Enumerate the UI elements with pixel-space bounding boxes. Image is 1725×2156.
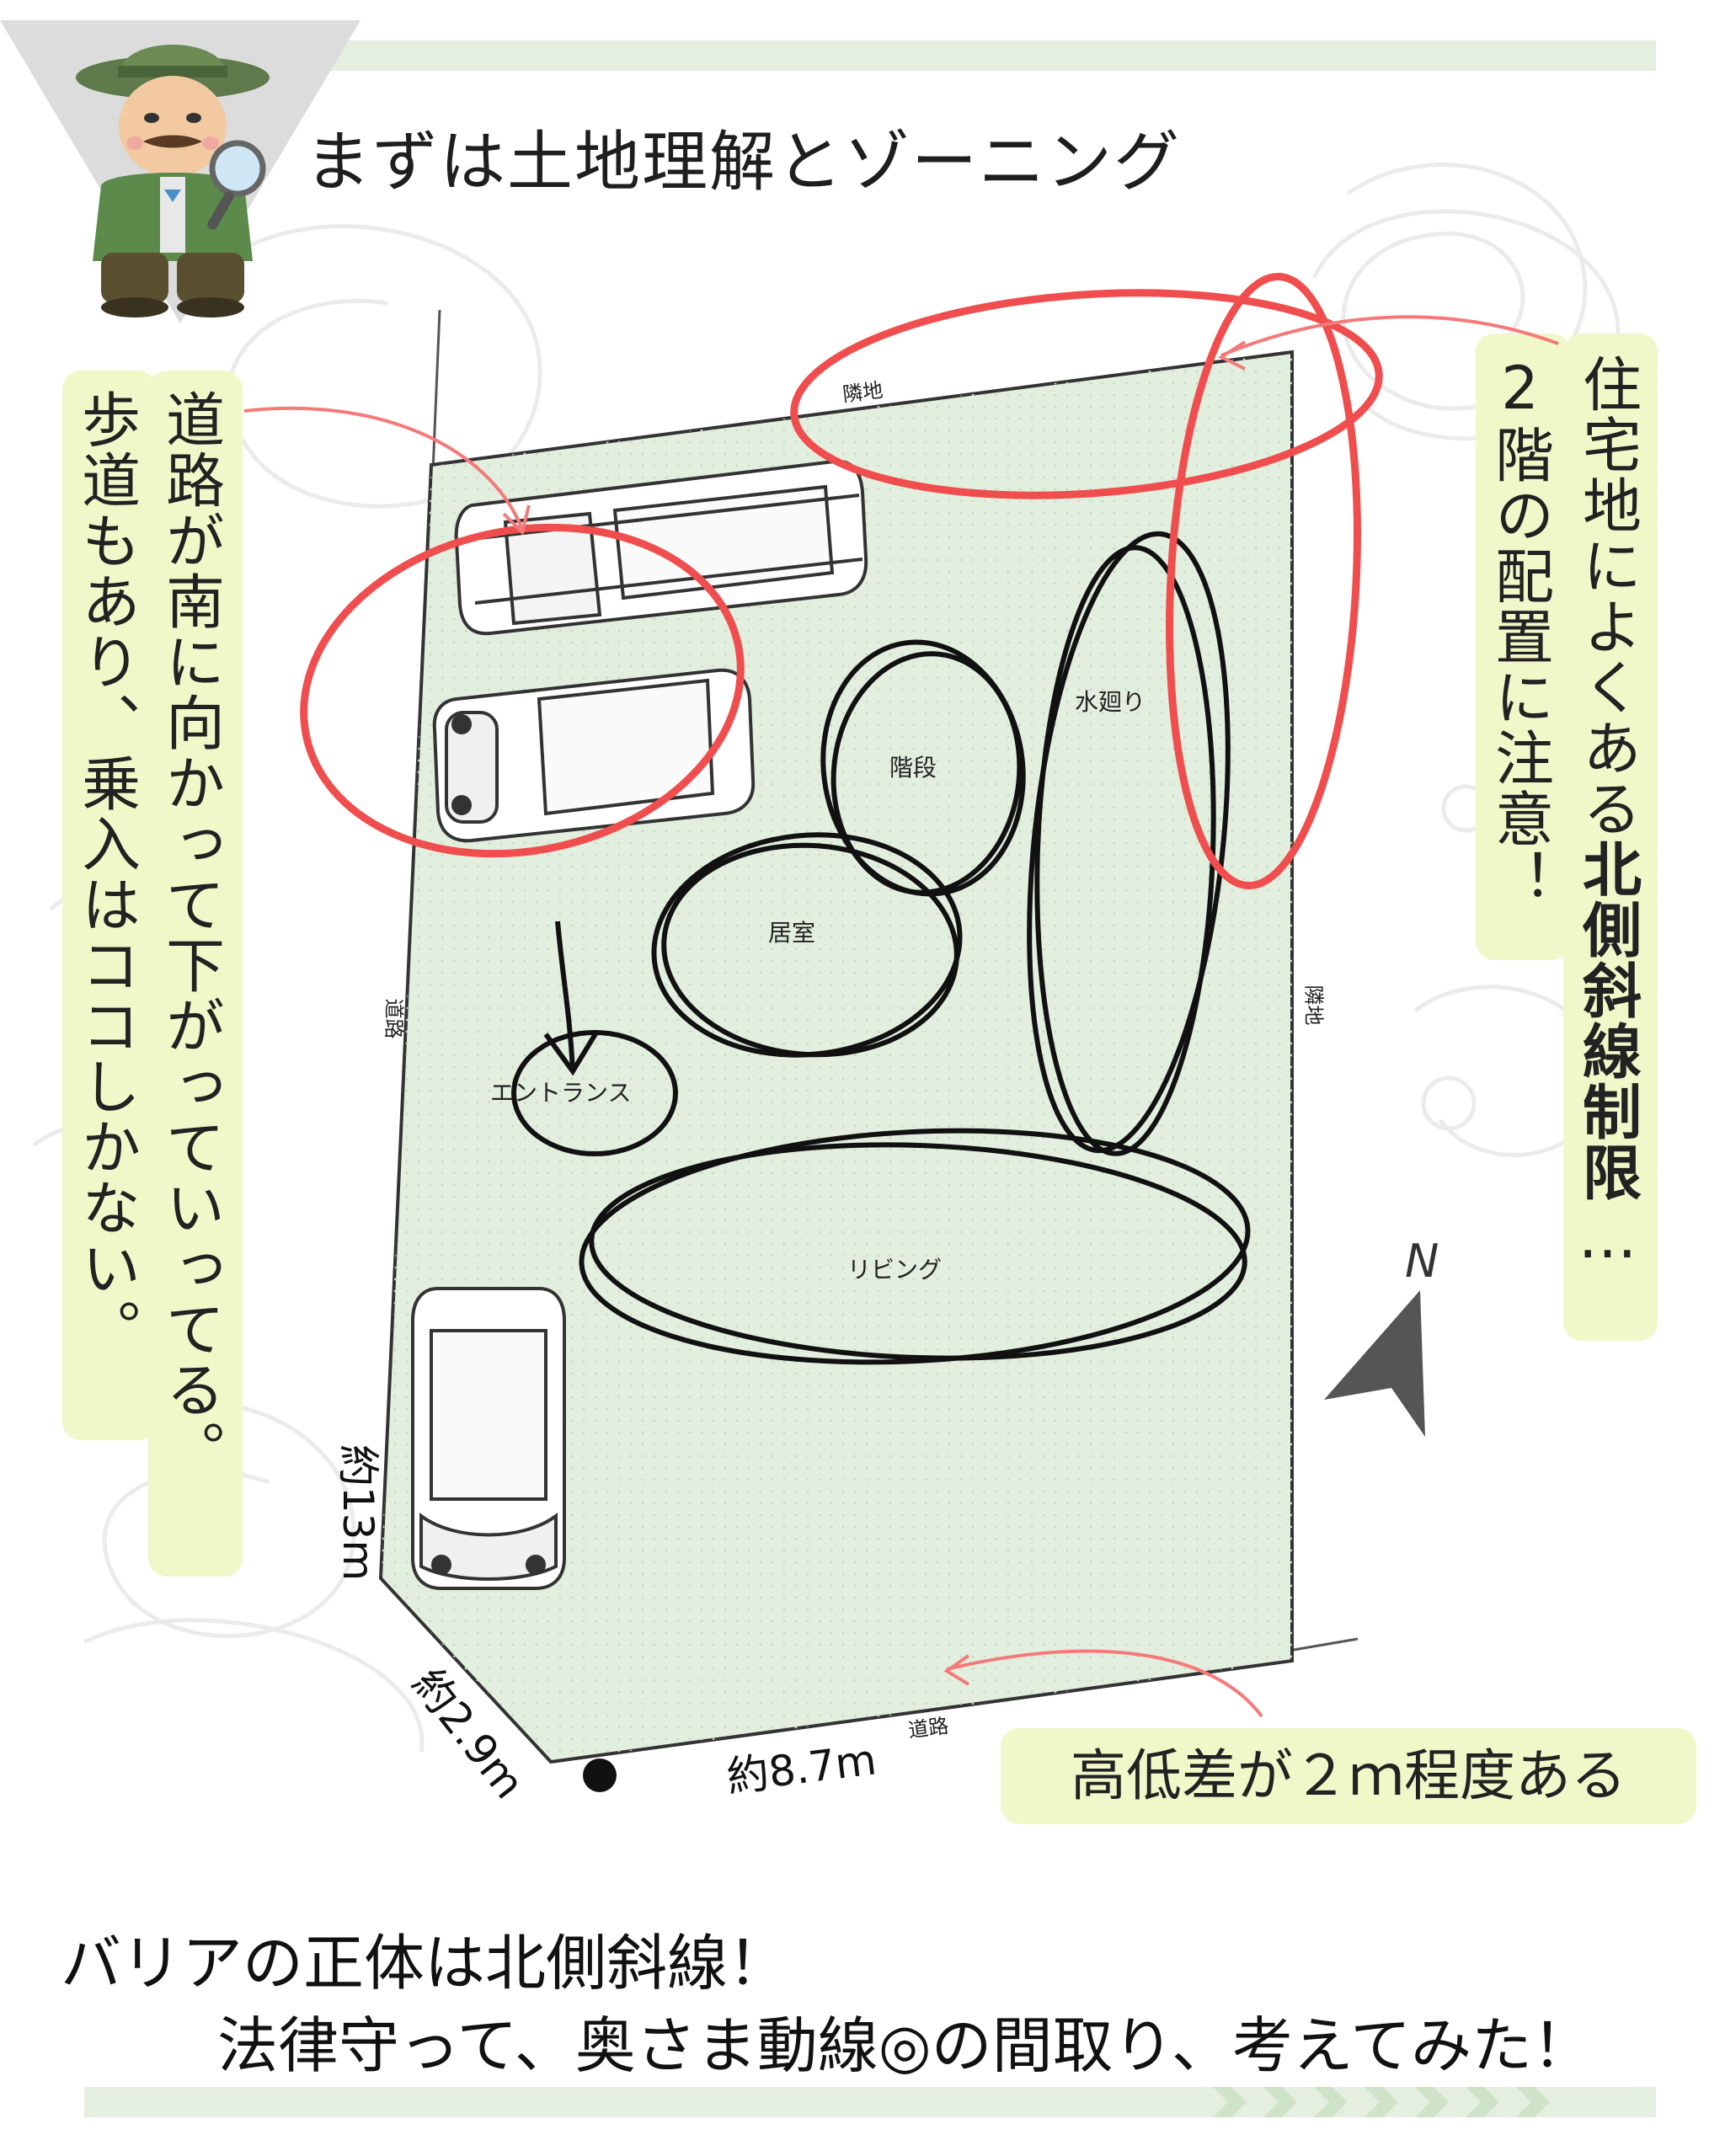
car-icon-1 [454,459,868,636]
zone-label-water: 水廻り [1075,688,1146,716]
north-arrow-icon [1324,1290,1425,1437]
left-note-bg-a [148,371,243,1577]
right-note-col2: 2階の配置に注意！ [1485,354,1555,910]
page-title: まずは土地理解とゾーニング [305,125,1182,200]
left-note-col2: 歩道もあり、乗入はココしかない。 [72,389,142,1359]
conclusion-line-2: 法律守って、奥さま動線◎の間取り、考えてみた！ [217,2010,1594,2081]
label-neighbor-top: 隣地 [841,378,884,407]
top-band [84,40,1656,71]
right-note-col1: 住宅地によくある北側斜線制限… [1573,354,1642,1273]
room-zone [651,832,963,1058]
dim-left-side: 約13m [334,1444,383,1582]
road-slope-highlight [300,523,745,858]
label-road-bottom: 道路 [906,1714,950,1742]
zone-label-entrance: エントランス [490,1079,632,1107]
car-icon-3 [411,1287,566,1590]
zone-label-stairs: 階段 [889,754,937,782]
corner-marker [583,1758,617,1792]
right-note-prefix: 住宅地によくある [1573,354,1642,839]
bottom-band-chevrons [1213,2087,1550,2117]
left-note-bg-b [62,371,157,1440]
car-icon-2 [432,668,756,843]
callout-pointers [243,315,1559,1718]
living-zone [579,1128,1251,1365]
right-note-suffix: … [1573,1203,1642,1273]
right-note-bg-b [1476,334,1570,960]
zone-label-living: リビング [847,1256,943,1283]
right-note-bg-a [1563,334,1658,1341]
elevation-callout: 高低差が２ｍ程度ある [1001,1728,1696,1824]
detective-mascot [0,20,360,323]
zone-label-room: 居室 [768,919,816,947]
label-road-left: 道路 [382,998,406,1039]
north-setback-highlight [790,272,1383,890]
stairs-zone [820,639,1026,897]
right-note-bold: 北側斜線制限 [1573,839,1642,1203]
north-label: N [1405,1235,1439,1288]
conclusion-line-1: バリアの正体は北側斜線！ [61,1928,789,1999]
left-note-col1: 道路が南に向かって下がっていってる。 [156,389,226,1481]
arrow-to-entrance [555,921,575,1070]
label-neighbor-right: 隣地 [1301,985,1326,1026]
